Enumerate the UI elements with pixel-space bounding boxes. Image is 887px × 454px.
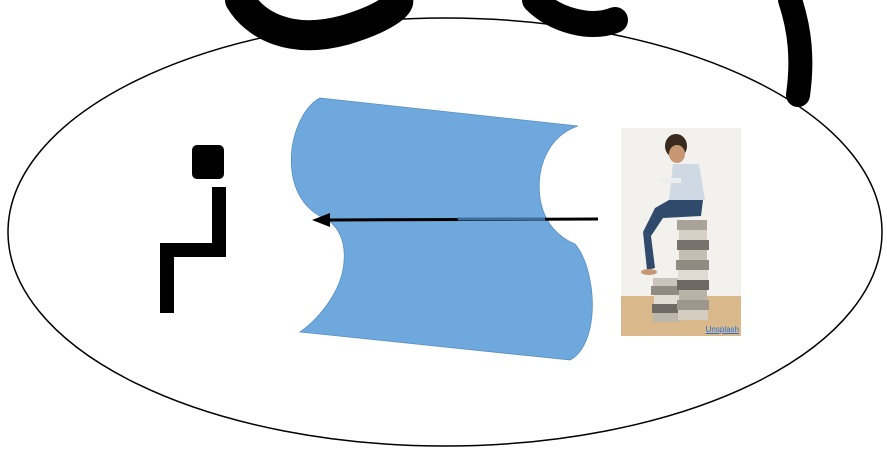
book-stack-left xyxy=(651,278,681,322)
arrow-head xyxy=(312,213,330,227)
figure-head xyxy=(192,145,224,179)
book-stack-right xyxy=(676,220,709,320)
seated-figure-icon xyxy=(160,145,226,313)
figure-seat xyxy=(160,243,226,257)
reading-child-photo: Unsplash xyxy=(621,128,741,336)
figure-back xyxy=(212,187,226,257)
squiggle-stroke-right xyxy=(778,0,813,107)
scroll-shape xyxy=(290,97,593,361)
squiggle-stroke-left xyxy=(225,0,414,51)
outer-ellipse xyxy=(7,17,883,447)
child-figure xyxy=(641,134,705,275)
squiggle-stroke-mid xyxy=(522,0,628,37)
figure-legs xyxy=(160,243,174,313)
photo-credit-link[interactable]: Unsplash xyxy=(705,325,739,334)
photo-illustration xyxy=(621,128,741,336)
